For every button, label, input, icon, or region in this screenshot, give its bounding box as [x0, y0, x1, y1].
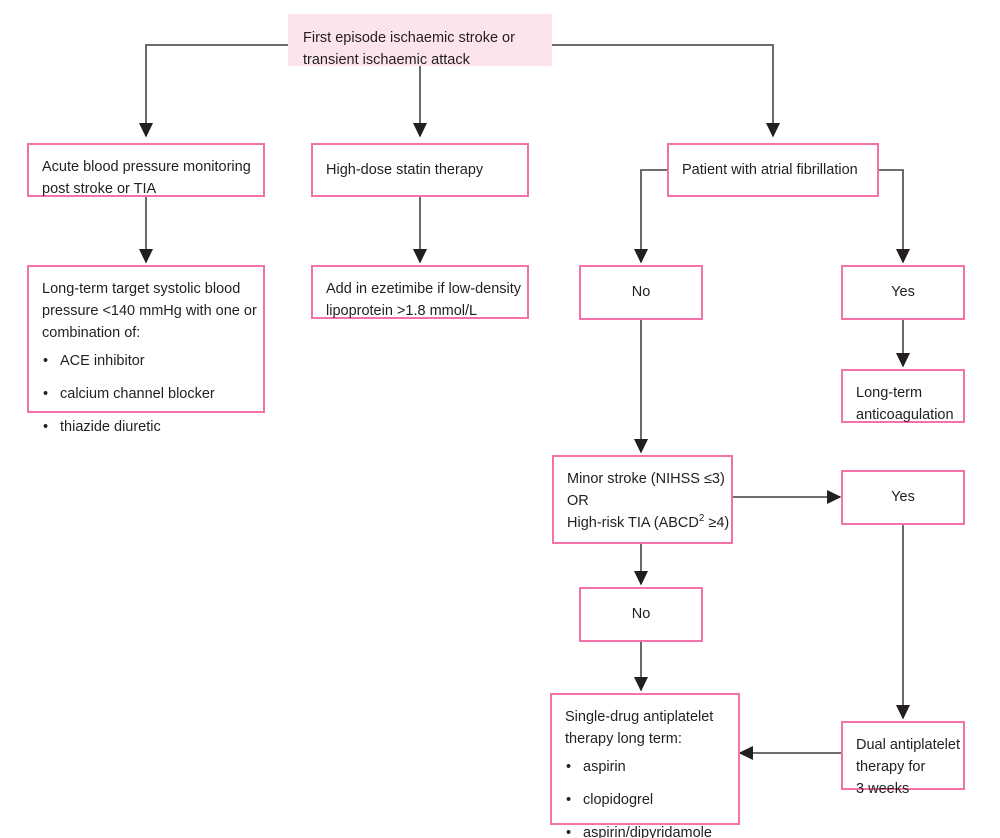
node-bp-target-line3: combination of:: [42, 325, 141, 342]
node-bp-monitoring-line2: post stroke or TIA: [42, 181, 157, 198]
node-ezetimibe: Add in ezetimibe if low-density lipoprot…: [311, 265, 529, 319]
node-bp-monitoring: Acute blood pressure monitoring post str…: [27, 143, 265, 197]
superscript-two: 2: [698, 513, 705, 525]
wire-root-to-af: [552, 44, 781, 138]
list-item: aspirin: [565, 756, 725, 778]
list-item: calcium channel blocker: [42, 383, 250, 405]
node-statin: High-dose statin therapy: [311, 143, 529, 197]
node-dual-antiplatelet-line2: therapy for: [856, 759, 926, 776]
wire-af-to-yes: [879, 169, 911, 264]
node-minor-no-label: No: [631, 606, 651, 623]
node-ezetimibe-line2: lipoprotein >1.8 mmol/L: [326, 303, 478, 320]
list-item: thiazide diuretic: [42, 416, 250, 438]
node-ezetimibe-line1: Add in ezetimibe if low-density: [326, 281, 522, 297]
node-atrial-fibrillation-line1: Patient with atrial fibrillation: [682, 161, 858, 178]
wire-root-to-bp: [138, 44, 288, 138]
node-single-antiplatelet-line2: therapy long term:: [565, 731, 682, 748]
wire-af-to-no: [633, 169, 667, 264]
list-item: aspirin/dipyridamole: [565, 822, 725, 838]
node-root: First episode ischaemic stroke or transi…: [288, 14, 552, 68]
node-minor-stroke-line3-post: ≥4): [704, 515, 730, 532]
node-single-antiplatelet: Single-drug antiplatelet therapy long te…: [550, 693, 740, 838]
node-af-yes-label: Yes: [891, 284, 915, 301]
node-root-line2: transient ischaemic attack: [303, 52, 470, 69]
node-af-no: No: [579, 265, 703, 320]
node-bp-target-bullets: ACE inhibitor calcium channel blocker th…: [42, 350, 250, 438]
node-minor-yes: Yes: [841, 470, 965, 525]
node-single-antiplatelet-line1: Single-drug antiplatelet: [565, 709, 714, 725]
node-minor-stroke-line2: OR: [567, 493, 589, 510]
node-dual-antiplatelet: Dual antiplatelet therapy for 3 weeks: [841, 721, 965, 797]
node-anticoagulation-line2: anticoagulation: [856, 407, 954, 424]
node-dual-antiplatelet-line1: Dual antiplatelet: [856, 737, 960, 753]
node-af-no-label: No: [631, 284, 651, 301]
node-minor-no: No: [579, 587, 703, 642]
node-minor-stroke-line1: Minor stroke (NIHSS ≤3): [567, 471, 725, 487]
node-bp-target-line1: Long-term target systolic blood: [42, 281, 241, 297]
node-anticoagulation: Long-term anticoagulation: [841, 369, 965, 423]
node-single-antiplatelet-bullets: aspirin clopidogrel aspirin/dipyridamole: [565, 756, 725, 838]
node-atrial-fibrillation: Patient with atrial fibrillation: [667, 143, 879, 197]
node-minor-stroke-line3: High-risk TIA (ABCD2 ≥4): [567, 512, 729, 534]
node-minor-stroke: Minor stroke (NIHSS ≤3) OR High-risk TIA…: [552, 455, 733, 544]
node-anticoagulation-line1: Long-term: [856, 385, 923, 401]
node-minor-yes-label: Yes: [891, 489, 915, 506]
node-dual-antiplatelet-line3: 3 weeks: [856, 781, 910, 798]
node-root-line1: First episode ischaemic stroke or: [303, 30, 515, 46]
node-bp-target: Long-term target systolic blood pressure…: [27, 265, 265, 438]
node-af-yes: Yes: [841, 265, 965, 320]
node-statin-line1: High-dose statin therapy: [326, 161, 484, 178]
node-bp-monitoring-line1: Acute blood pressure monitoring: [42, 159, 251, 175]
list-item: ACE inhibitor: [42, 350, 250, 372]
list-item: clopidogrel: [565, 789, 725, 811]
node-minor-stroke-line3-pre: High-risk TIA (ABCD: [567, 515, 699, 532]
node-bp-target-line2: pressure <140 mmHg with one or: [42, 303, 257, 320]
